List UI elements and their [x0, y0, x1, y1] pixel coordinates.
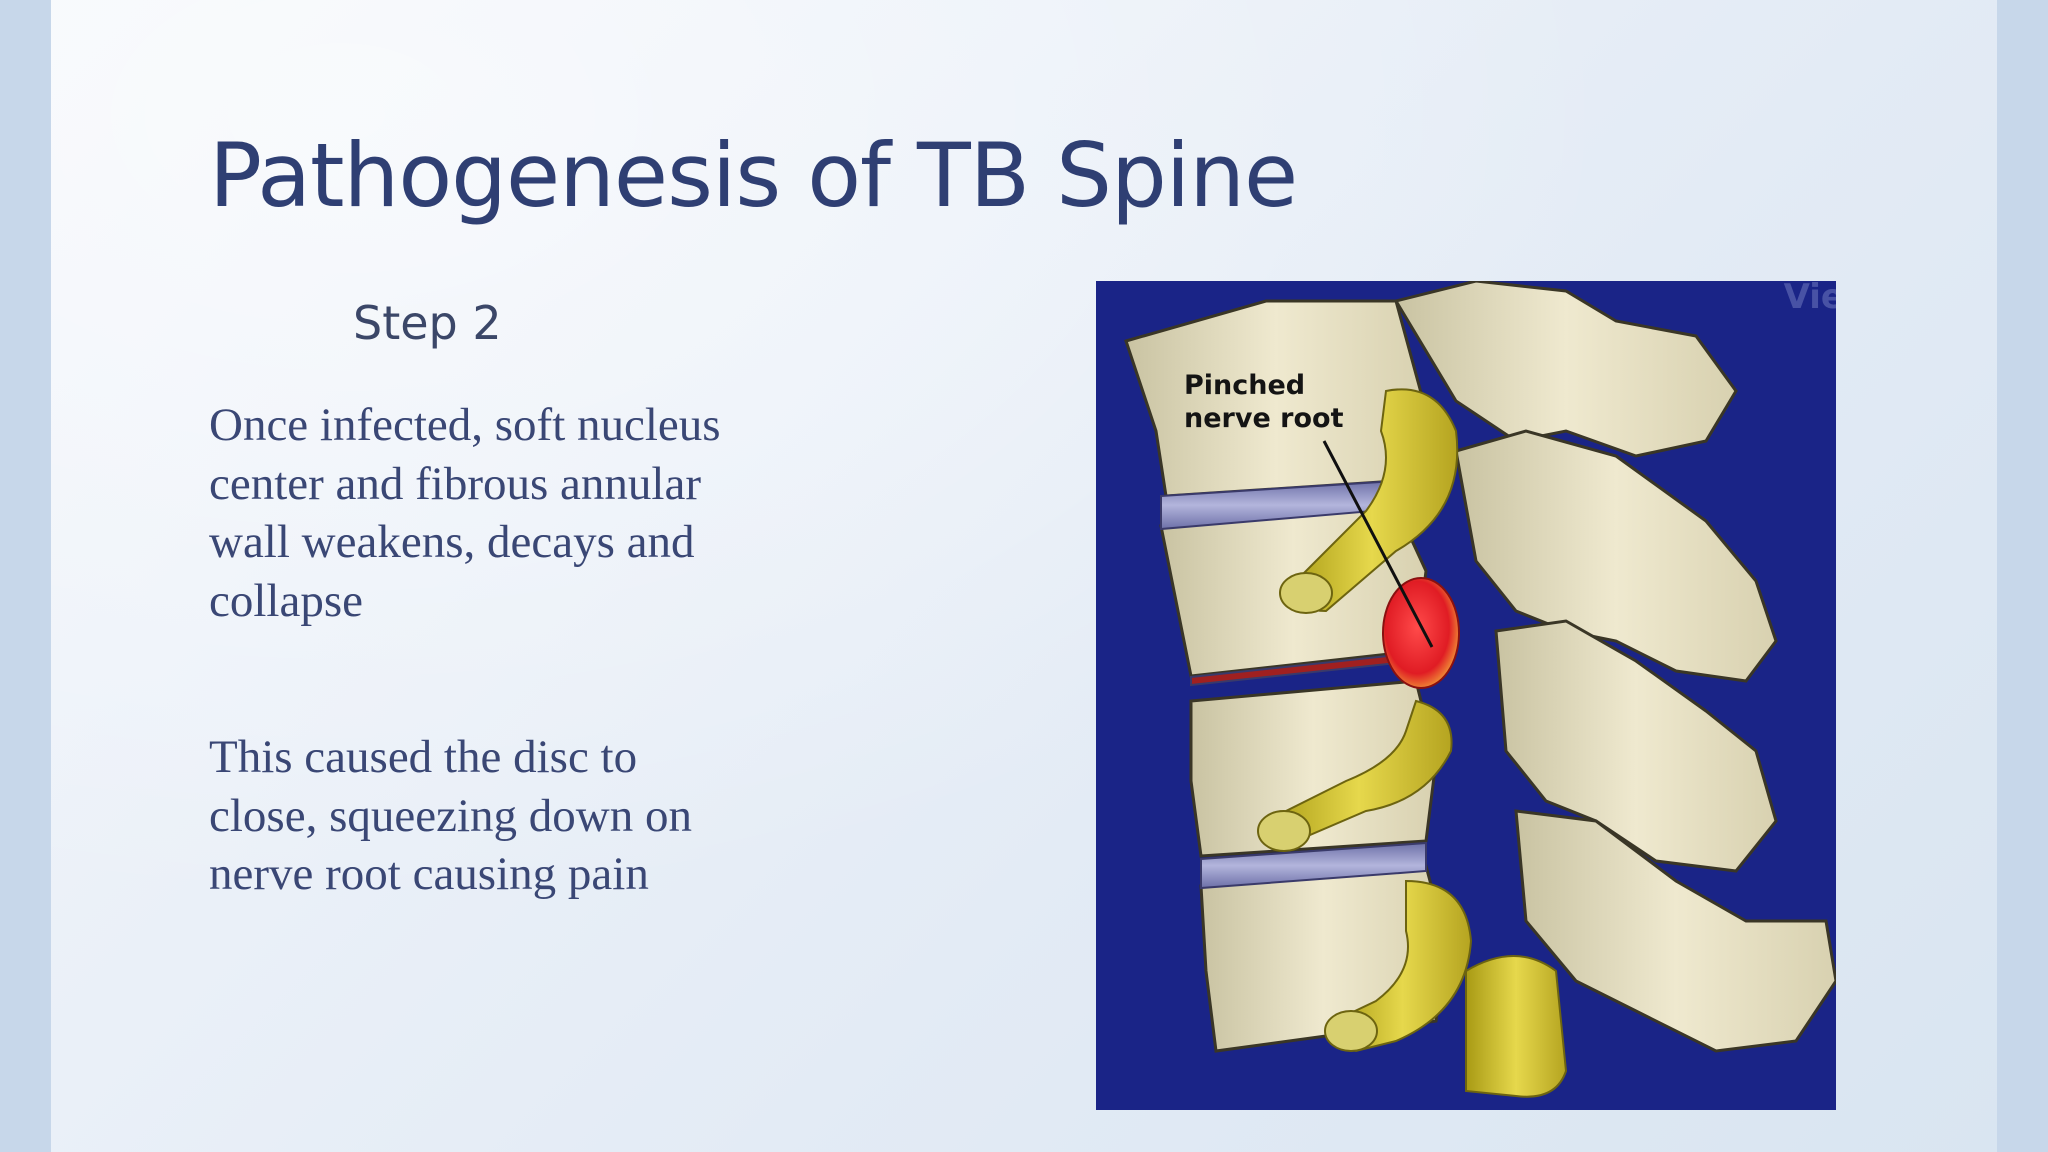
spine-drawing	[1124, 281, 1836, 1098]
spinous-processes	[1393, 281, 1836, 1053]
figure-label: Pinched nerve root	[1184, 369, 1343, 435]
label-pointer-line	[1322, 440, 1434, 648]
slide-title: Pathogenesis of TB Spine	[209, 124, 1298, 227]
spine-illustration: Pinched nerve root Vie	[1096, 281, 1836, 1110]
figure-watermark: Vie	[1783, 281, 1836, 317]
nerve-roots	[1257, 388, 1568, 1098]
pinched-nerve-highlight	[1382, 577, 1460, 689]
step-label: Step 2	[353, 296, 502, 350]
slide: Pathogenesis of TB Spine Step 2 Once inf…	[51, 0, 1997, 1152]
body-paragraph-2: This caused the disc to close, squeezing…	[209, 731, 692, 900]
figure-label-line-1: Pinched	[1184, 370, 1306, 401]
body-paragraph-1: Once infected, soft nucleus center and f…	[209, 399, 721, 627]
figure-label-line-2: nerve root	[1184, 403, 1344, 434]
